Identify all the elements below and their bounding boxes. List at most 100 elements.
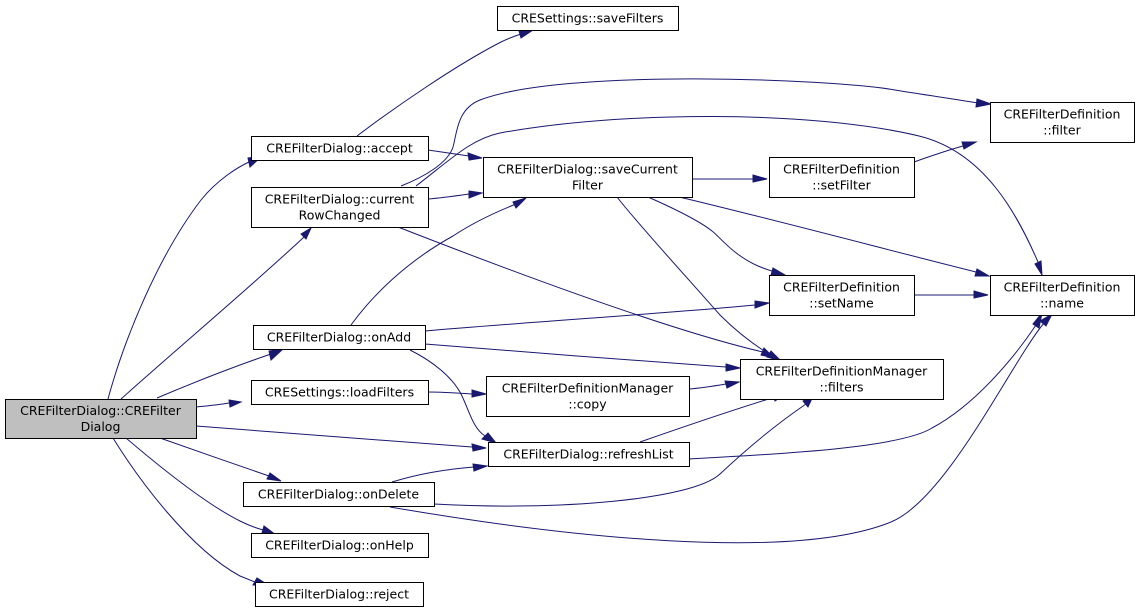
node-label-line: CREFilterDefinition bbox=[783, 162, 900, 177]
edge-line bbox=[120, 236, 305, 400]
edge-line bbox=[389, 322, 1045, 544]
edge-currentRowChanged-to-name bbox=[415, 116, 1043, 276]
node-setFilter[interactable]: CREFilterDefinition::setFilter bbox=[769, 157, 915, 198]
node-refreshList[interactable]: CREFilterDialog::refreshList bbox=[488, 442, 690, 467]
node-onDelete[interactable]: CREFilterDialog::onDelete bbox=[243, 482, 435, 507]
node-copy[interactable]: CREFilterDefinitionManager::copy bbox=[486, 376, 690, 417]
edge-currentRowChanged-to-filter bbox=[400, 78, 993, 187]
edge-onDelete-to-name bbox=[389, 312, 1054, 544]
node-label-line: Filter bbox=[572, 178, 604, 193]
edge-line bbox=[125, 437, 264, 531]
node-ctor[interactable]: CREFilterDialog::CREFilterDialog bbox=[5, 399, 197, 439]
node-label-line: CREFilterDefinition bbox=[783, 280, 900, 295]
node-label-line: CREFilterDialog::CREFilter bbox=[20, 403, 182, 418]
edge-accept-to-saveFilters bbox=[356, 29, 535, 137]
edge-saveCurrentFilter-to-setFilter bbox=[692, 174, 768, 183]
node-label-line: CREFilterDialog::current bbox=[265, 192, 415, 207]
edge-line bbox=[409, 349, 486, 437]
edge-refreshList-to-name bbox=[688, 312, 1043, 460]
arrowhead-icon bbox=[468, 190, 484, 199]
node-reject[interactable]: CREFilterDialog::reject bbox=[255, 582, 424, 607]
node-box bbox=[769, 275, 915, 316]
edge-line bbox=[400, 78, 979, 187]
node-label-line: CREFilterDialog::saveCurrent bbox=[497, 162, 678, 177]
edge-line bbox=[424, 304, 756, 332]
node-box bbox=[253, 325, 426, 350]
arrowhead-icon bbox=[228, 399, 243, 408]
edge-line bbox=[391, 466, 475, 483]
edge-line bbox=[356, 33, 522, 137]
edge-line bbox=[397, 226, 764, 353]
edge-line bbox=[159, 437, 270, 477]
node-filter[interactable]: CREFilterDefinition::filter bbox=[990, 102, 1135, 143]
edge-line bbox=[195, 425, 473, 448]
node-box bbox=[740, 359, 944, 400]
arrowhead-icon bbox=[770, 267, 787, 276]
edge-line bbox=[156, 353, 272, 399]
node-label-line: Dialog bbox=[81, 419, 121, 434]
edge-ctor-to-loadFilters bbox=[195, 399, 243, 408]
edge-onDelete-to-refreshList bbox=[391, 463, 489, 483]
edge-line bbox=[107, 161, 250, 400]
edge-saveCurrentFilter-to-filters bbox=[616, 196, 783, 363]
node-box bbox=[5, 399, 197, 439]
arrowhead-icon bbox=[973, 290, 989, 299]
node-label-line: CREFilterDefinition bbox=[1004, 107, 1121, 122]
edge-loadFilters-to-copy bbox=[427, 389, 487, 398]
edge-onAdd-to-filters bbox=[424, 343, 741, 372]
arrowhead-icon bbox=[512, 197, 527, 209]
arrowhead-icon bbox=[472, 463, 489, 472]
arrowhead-icon bbox=[471, 389, 487, 398]
node-setName[interactable]: CREFilterDefinition::setName bbox=[769, 275, 915, 316]
node-box bbox=[255, 582, 424, 607]
edge-line bbox=[688, 324, 1037, 460]
edge-line bbox=[427, 149, 470, 157]
node-filters[interactable]: CREFilterDefinitionManager::filters bbox=[740, 359, 944, 400]
node-layer: CREFilterDialog::CREFilterDialog CRESetti… bbox=[5, 6, 1135, 607]
node-saveFilters[interactable]: CRESettings::saveFilters bbox=[497, 6, 679, 31]
node-label-line: CREFilterDialog::reject bbox=[269, 587, 409, 602]
edge-currentRowChanged-to-filters bbox=[397, 226, 776, 359]
node-label-line: CREFilterDialog::accept bbox=[266, 141, 413, 156]
node-loadFilters[interactable]: CRESettings::loadFilters bbox=[251, 380, 429, 405]
edge-line bbox=[415, 116, 1039, 263]
node-label-line: ::name bbox=[1040, 296, 1084, 311]
node-label-line: CREFilterDialog::refreshList bbox=[503, 447, 673, 462]
edge-onAdd-to-setName bbox=[424, 300, 770, 332]
edge-line bbox=[913, 145, 964, 163]
edge-setName-to-name bbox=[914, 290, 989, 299]
node-name[interactable]: CREFilterDefinition::name bbox=[990, 275, 1135, 316]
node-label-line: RowChanged bbox=[299, 208, 381, 223]
node-label-line: ::setName bbox=[809, 296, 874, 311]
arrowhead-icon bbox=[471, 443, 487, 452]
node-label-line: ::copy bbox=[568, 397, 607, 412]
arrowhead-icon bbox=[724, 380, 741, 389]
node-label-line: CREFilterDefinition bbox=[1004, 280, 1121, 295]
edge-currentRowChanged-to-saveCurrentFilter bbox=[427, 190, 484, 200]
node-label-line: CREFilterDialog::onAdd bbox=[267, 330, 411, 345]
arrowhead-icon bbox=[1039, 312, 1054, 327]
edge-line bbox=[427, 391, 473, 395]
arrowhead-icon bbox=[975, 98, 993, 108]
edge-ctor-to-onDelete bbox=[159, 437, 282, 482]
node-accept[interactable]: CREFilterDialog::accept bbox=[251, 136, 429, 161]
node-onAdd[interactable]: CREFilterDialog::onAdd bbox=[253, 325, 426, 350]
edge-line bbox=[350, 203, 517, 326]
edge-line bbox=[647, 196, 773, 272]
edge-saveCurrentFilter-to-name bbox=[678, 196, 991, 277]
node-onHelp[interactable]: CREFilterDialog::onHelp bbox=[251, 533, 429, 558]
node-label-line: CREFilterDialog::onDelete bbox=[258, 487, 419, 502]
arrowhead-icon bbox=[467, 152, 483, 161]
node-label-line: ::setFilter bbox=[812, 178, 871, 193]
edge-ctor-to-accept bbox=[107, 155, 264, 400]
arrowhead-icon bbox=[752, 174, 768, 183]
edge-ctor-to-refreshList bbox=[195, 425, 487, 452]
node-box bbox=[251, 533, 429, 558]
node-box bbox=[486, 376, 690, 417]
edge-accept-to-saveCurrentFilter bbox=[427, 149, 483, 161]
arrowhead-icon bbox=[1034, 260, 1043, 276]
edge-line bbox=[639, 396, 776, 443]
